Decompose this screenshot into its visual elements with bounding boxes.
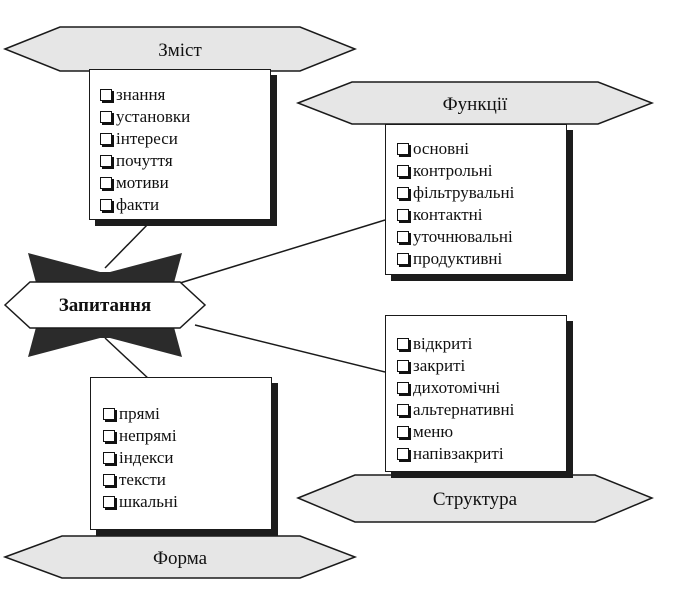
center-hexagon (3, 281, 207, 329)
item-label: закриті (413, 356, 466, 375)
item-label: напівзакриті (413, 444, 504, 463)
checkbox-icon (103, 496, 115, 508)
list-item: продуктивні (397, 248, 566, 270)
struktura-title: Структура (433, 489, 518, 510)
list-item: дихотомічні (397, 377, 566, 399)
list-item: закриті (397, 355, 566, 377)
item-label: тексти (119, 470, 166, 489)
item-label: контактні (413, 205, 483, 224)
checkbox-icon (103, 452, 115, 464)
checkbox-icon (100, 111, 112, 123)
funktsii-panel: основні контрольні фільтрувальні контакт… (385, 124, 567, 275)
list-item: установки (100, 106, 270, 128)
checkbox-icon (100, 133, 112, 145)
forma-list: прямі непрямі індекси тексти шкальні (103, 403, 271, 513)
funktsii-title: Функції (443, 94, 508, 115)
item-label: шкальні (119, 492, 178, 511)
checkbox-icon (397, 165, 409, 177)
item-label: індекси (119, 448, 174, 467)
item-label: непрямі (119, 426, 177, 445)
struktura-list: відкриті закриті дихотомічні альтернатив… (397, 333, 566, 465)
checkbox-icon (397, 231, 409, 243)
checkbox-icon (103, 408, 115, 420)
forma-panel: прямі непрямі індекси тексти шкальні (90, 377, 272, 530)
list-item: меню (397, 421, 566, 443)
item-label: факти (116, 195, 160, 214)
item-label: мотиви (116, 173, 169, 192)
list-item: контрольні (397, 160, 566, 182)
list-item: тексти (103, 469, 271, 491)
item-label: контрольні (413, 161, 493, 180)
list-item: контактні (397, 204, 566, 226)
checkbox-icon (397, 338, 409, 350)
connector-zmist (104, 221, 151, 269)
connector-struktura (194, 324, 386, 373)
item-label: знання (116, 85, 166, 104)
checkbox-icon (100, 199, 112, 211)
list-item: мотиви (100, 172, 270, 194)
zmist-title: Зміст (158, 40, 202, 61)
item-label: альтернативні (413, 400, 515, 419)
checkbox-icon (397, 253, 409, 265)
checkbox-icon (397, 426, 409, 438)
item-label: дихотомічні (413, 378, 501, 397)
item-label: почуття (116, 151, 173, 170)
connector-forma (104, 337, 151, 381)
list-item: інтереси (100, 128, 270, 150)
funktsii-list: основні контрольні фільтрувальні контакт… (397, 138, 566, 270)
item-label: прямі (119, 404, 160, 423)
list-item: факти (100, 194, 270, 216)
center-label: Запитання (59, 295, 151, 316)
item-label: інтереси (116, 129, 178, 148)
list-item: основні (397, 138, 566, 160)
forma-title-hexagon (2, 535, 358, 579)
struktura-panel: відкриті закриті дихотомічні альтернатив… (385, 315, 567, 472)
list-item: шкальні (103, 491, 271, 513)
list-item: почуття (100, 150, 270, 172)
item-label: установки (116, 107, 191, 126)
list-item: відкриті (397, 333, 566, 355)
checkbox-icon (397, 187, 409, 199)
list-item: непрямі (103, 425, 271, 447)
zmist-list: знання установки інтереси почуття мотиви… (100, 84, 270, 216)
list-item: прямі (103, 403, 271, 425)
checkbox-icon (397, 143, 409, 155)
list-item: уточнювальні (397, 226, 566, 248)
item-label: меню (413, 422, 454, 441)
list-item: альтернативні (397, 399, 566, 421)
funktsii-title-hexagon (295, 81, 655, 125)
checkbox-icon (100, 89, 112, 101)
item-label: основні (413, 139, 469, 158)
checkbox-icon (103, 474, 115, 486)
item-label: продуктивні (413, 249, 503, 268)
item-label: відкриті (413, 334, 473, 353)
checkbox-icon (397, 448, 409, 460)
list-item: напівзакриті (397, 443, 566, 465)
struktura-title-hexagon (296, 474, 654, 523)
list-item: знання (100, 84, 270, 106)
connector-funktsii (179, 219, 386, 284)
item-label: уточнювальні (413, 227, 513, 246)
checkbox-icon (100, 177, 112, 189)
checkbox-icon (100, 155, 112, 167)
checkbox-icon (397, 209, 409, 221)
checkbox-icon (103, 430, 115, 442)
checkbox-icon (397, 382, 409, 394)
checkbox-icon (397, 404, 409, 416)
list-item: індекси (103, 447, 271, 469)
list-item: фільтрувальні (397, 182, 566, 204)
zmist-title-hexagon (2, 26, 358, 72)
item-label: фільтрувальні (413, 183, 515, 202)
zmist-panel: знання установки інтереси почуття мотиви… (89, 69, 271, 220)
forma-title: Форма (153, 548, 208, 569)
checkbox-icon (397, 360, 409, 372)
